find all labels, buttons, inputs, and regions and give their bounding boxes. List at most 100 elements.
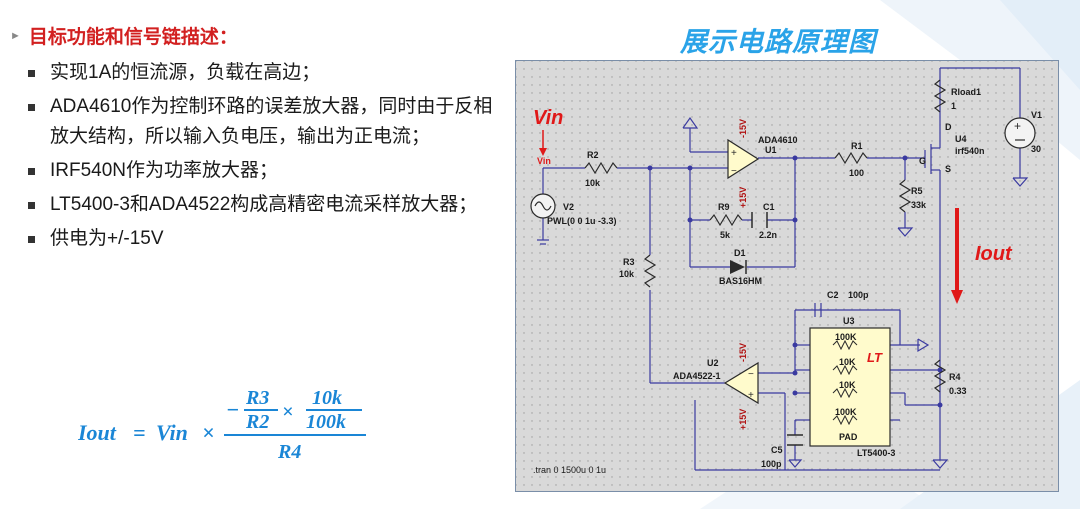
capacitor-c1 xyxy=(751,212,768,228)
bullet-square-icon xyxy=(28,168,35,175)
vin-net-label: Vin xyxy=(537,156,551,166)
iout-arrow-head xyxy=(951,290,963,304)
bullet-item: ADA4610作为控制环路的误差放大器，同时由于反相放大结构，所以输入负电压，输… xyxy=(26,92,496,152)
v2-label: V2 xyxy=(563,202,574,212)
section-heading: ► 目标功能和信号链描述： xyxy=(10,22,238,49)
formula-minus: − xyxy=(226,397,239,422)
description-panel: ► 目标功能和信号链描述： 实现1A的恒流源，负载在高边； ADA4610作为控… xyxy=(0,0,510,509)
u1-pos-supply: +15V xyxy=(738,187,748,208)
c2-label: C2 xyxy=(827,290,839,300)
v1-label: V1 xyxy=(1031,110,1042,120)
resistors xyxy=(584,79,947,393)
bullet-text: ADA4610作为控制环路的误差放大器，同时由于反相放大结构，所以输入负电压，输… xyxy=(50,96,493,147)
formula-times-2: × xyxy=(282,401,293,423)
heading-text: 目标功能和信号链描述： xyxy=(28,27,238,48)
rload-value: 1 xyxy=(951,101,956,111)
vin-arrow-head xyxy=(539,148,547,156)
bullet-list: 实现1A的恒流源，负载在高边； ADA4610作为控制环路的误差放大器，同时由于… xyxy=(26,58,496,258)
bullet-square-icon xyxy=(28,202,35,209)
iout-annotation: Iout xyxy=(975,243,1013,265)
u2-label: U2 xyxy=(707,358,719,368)
bullet-item: 实现1A的恒流源，负载在高边； xyxy=(26,58,496,88)
formula-100k: 100k xyxy=(306,411,346,433)
iout-formula: Iout = Vin × − R3 R2 × 10k 100k R4 xyxy=(78,387,366,463)
bullet-item: LT5400-3和ADA4522构成高精密电流采样放大器； xyxy=(26,190,496,220)
vin-annotation: Vin xyxy=(533,107,563,129)
r3-value: 10k xyxy=(619,269,635,279)
r5-label: R5 xyxy=(911,186,923,196)
resistor-r1 xyxy=(834,151,868,165)
resistor-r4 xyxy=(933,359,947,393)
opamp-u1: + − xyxy=(727,138,760,180)
u4-label: U4 xyxy=(955,134,967,144)
lt-logo: LT xyxy=(867,350,883,365)
mosfet-source-label: S xyxy=(945,164,951,174)
u3-label: U3 xyxy=(843,316,855,326)
svg-text:+: + xyxy=(1014,119,1021,133)
resistor-r5 xyxy=(898,179,912,213)
u3-r2-value: 10K xyxy=(839,357,856,367)
r2-value: 10k xyxy=(585,178,601,188)
formula-equals: = xyxy=(133,420,146,445)
rload-label: Rload1 xyxy=(951,87,981,97)
bullet-text: 实现1A的恒流源，负载在高边； xyxy=(50,62,321,83)
formula-vin: Vin xyxy=(156,420,188,445)
svg-text:+: + xyxy=(748,390,754,401)
r9-value: 5k xyxy=(720,230,731,240)
bullet-arrow-icon: ► xyxy=(10,29,21,42)
resistor-rload xyxy=(933,79,947,113)
v1-value: 30 xyxy=(1031,144,1041,154)
u3-pad-label: PAD xyxy=(839,432,858,442)
opamp-u2: − + xyxy=(723,361,759,405)
bullet-square-icon xyxy=(28,236,35,243)
r1-value: 100 xyxy=(849,168,864,178)
r9-label: R9 xyxy=(718,202,730,212)
junctions xyxy=(647,155,943,408)
formula-r2: R2 xyxy=(245,411,269,433)
r1-label: R1 xyxy=(851,141,863,151)
u2-neg-supply: -15V xyxy=(738,343,748,362)
formula-times: × xyxy=(202,420,215,445)
u2-pos-supply: +15V xyxy=(738,409,748,430)
bullet-text: LT5400-3和ADA4522构成高精密电流采样放大器； xyxy=(50,194,478,215)
r4-label: R4 xyxy=(949,372,961,382)
formula-iout: Iout xyxy=(78,420,117,445)
r5-value: 33k xyxy=(911,200,927,210)
mosfet-drain-label: D xyxy=(945,122,952,132)
u1-label: U1 xyxy=(765,145,777,155)
bullet-square-icon xyxy=(28,70,35,77)
formula-r4: R4 xyxy=(277,441,301,463)
u2-part-label: ADA4522-1 xyxy=(673,371,721,381)
schematic-grid xyxy=(516,61,1058,491)
resistor-r3 xyxy=(643,254,657,288)
resistor-r2 xyxy=(584,161,618,175)
voltage-source-v1: + xyxy=(1004,117,1036,149)
circuit-schematic: + + − − + Vin V2 PWL(0 0 1u -3.3) R2 10k xyxy=(515,60,1059,492)
simulation-command: .tran 0 1500u 0 1u xyxy=(533,465,606,475)
u3-part-label: LT5400-3 xyxy=(857,448,895,458)
bullet-text: 供电为+/-15V xyxy=(50,228,164,249)
svg-text:+: + xyxy=(731,148,737,159)
r4-value: 0.33 xyxy=(949,386,967,396)
ground-symbols xyxy=(682,116,1029,469)
r2-label: R2 xyxy=(587,150,599,160)
r3-label: R3 xyxy=(623,257,635,267)
voltage-source-v2 xyxy=(530,193,556,219)
mosfet-gate-label: G xyxy=(919,156,926,166)
u1-part-label: ADA4610 xyxy=(758,135,798,145)
bullet-square-icon xyxy=(28,104,35,111)
c1-value: 2.2n xyxy=(759,230,777,240)
bullet-item: IRF540N作为功率放大器； xyxy=(26,156,496,186)
svg-text:−: − xyxy=(731,166,737,177)
c5-value: 100p xyxy=(761,459,782,469)
resistor-r9 xyxy=(709,213,743,227)
c1-label: C1 xyxy=(763,202,775,212)
bullet-item: 供电为+/-15V xyxy=(26,224,496,254)
c2-value: 100p xyxy=(848,290,869,300)
schematic-title: 展示电路原理图 xyxy=(680,27,876,57)
u1-neg-supply: -15V xyxy=(738,119,748,138)
u3-r1-value: 100K xyxy=(835,332,857,342)
v2-value: PWL(0 0 1u -3.3) xyxy=(547,216,617,226)
svg-text:−: − xyxy=(748,369,754,380)
formula-r3: R3 xyxy=(245,387,269,409)
